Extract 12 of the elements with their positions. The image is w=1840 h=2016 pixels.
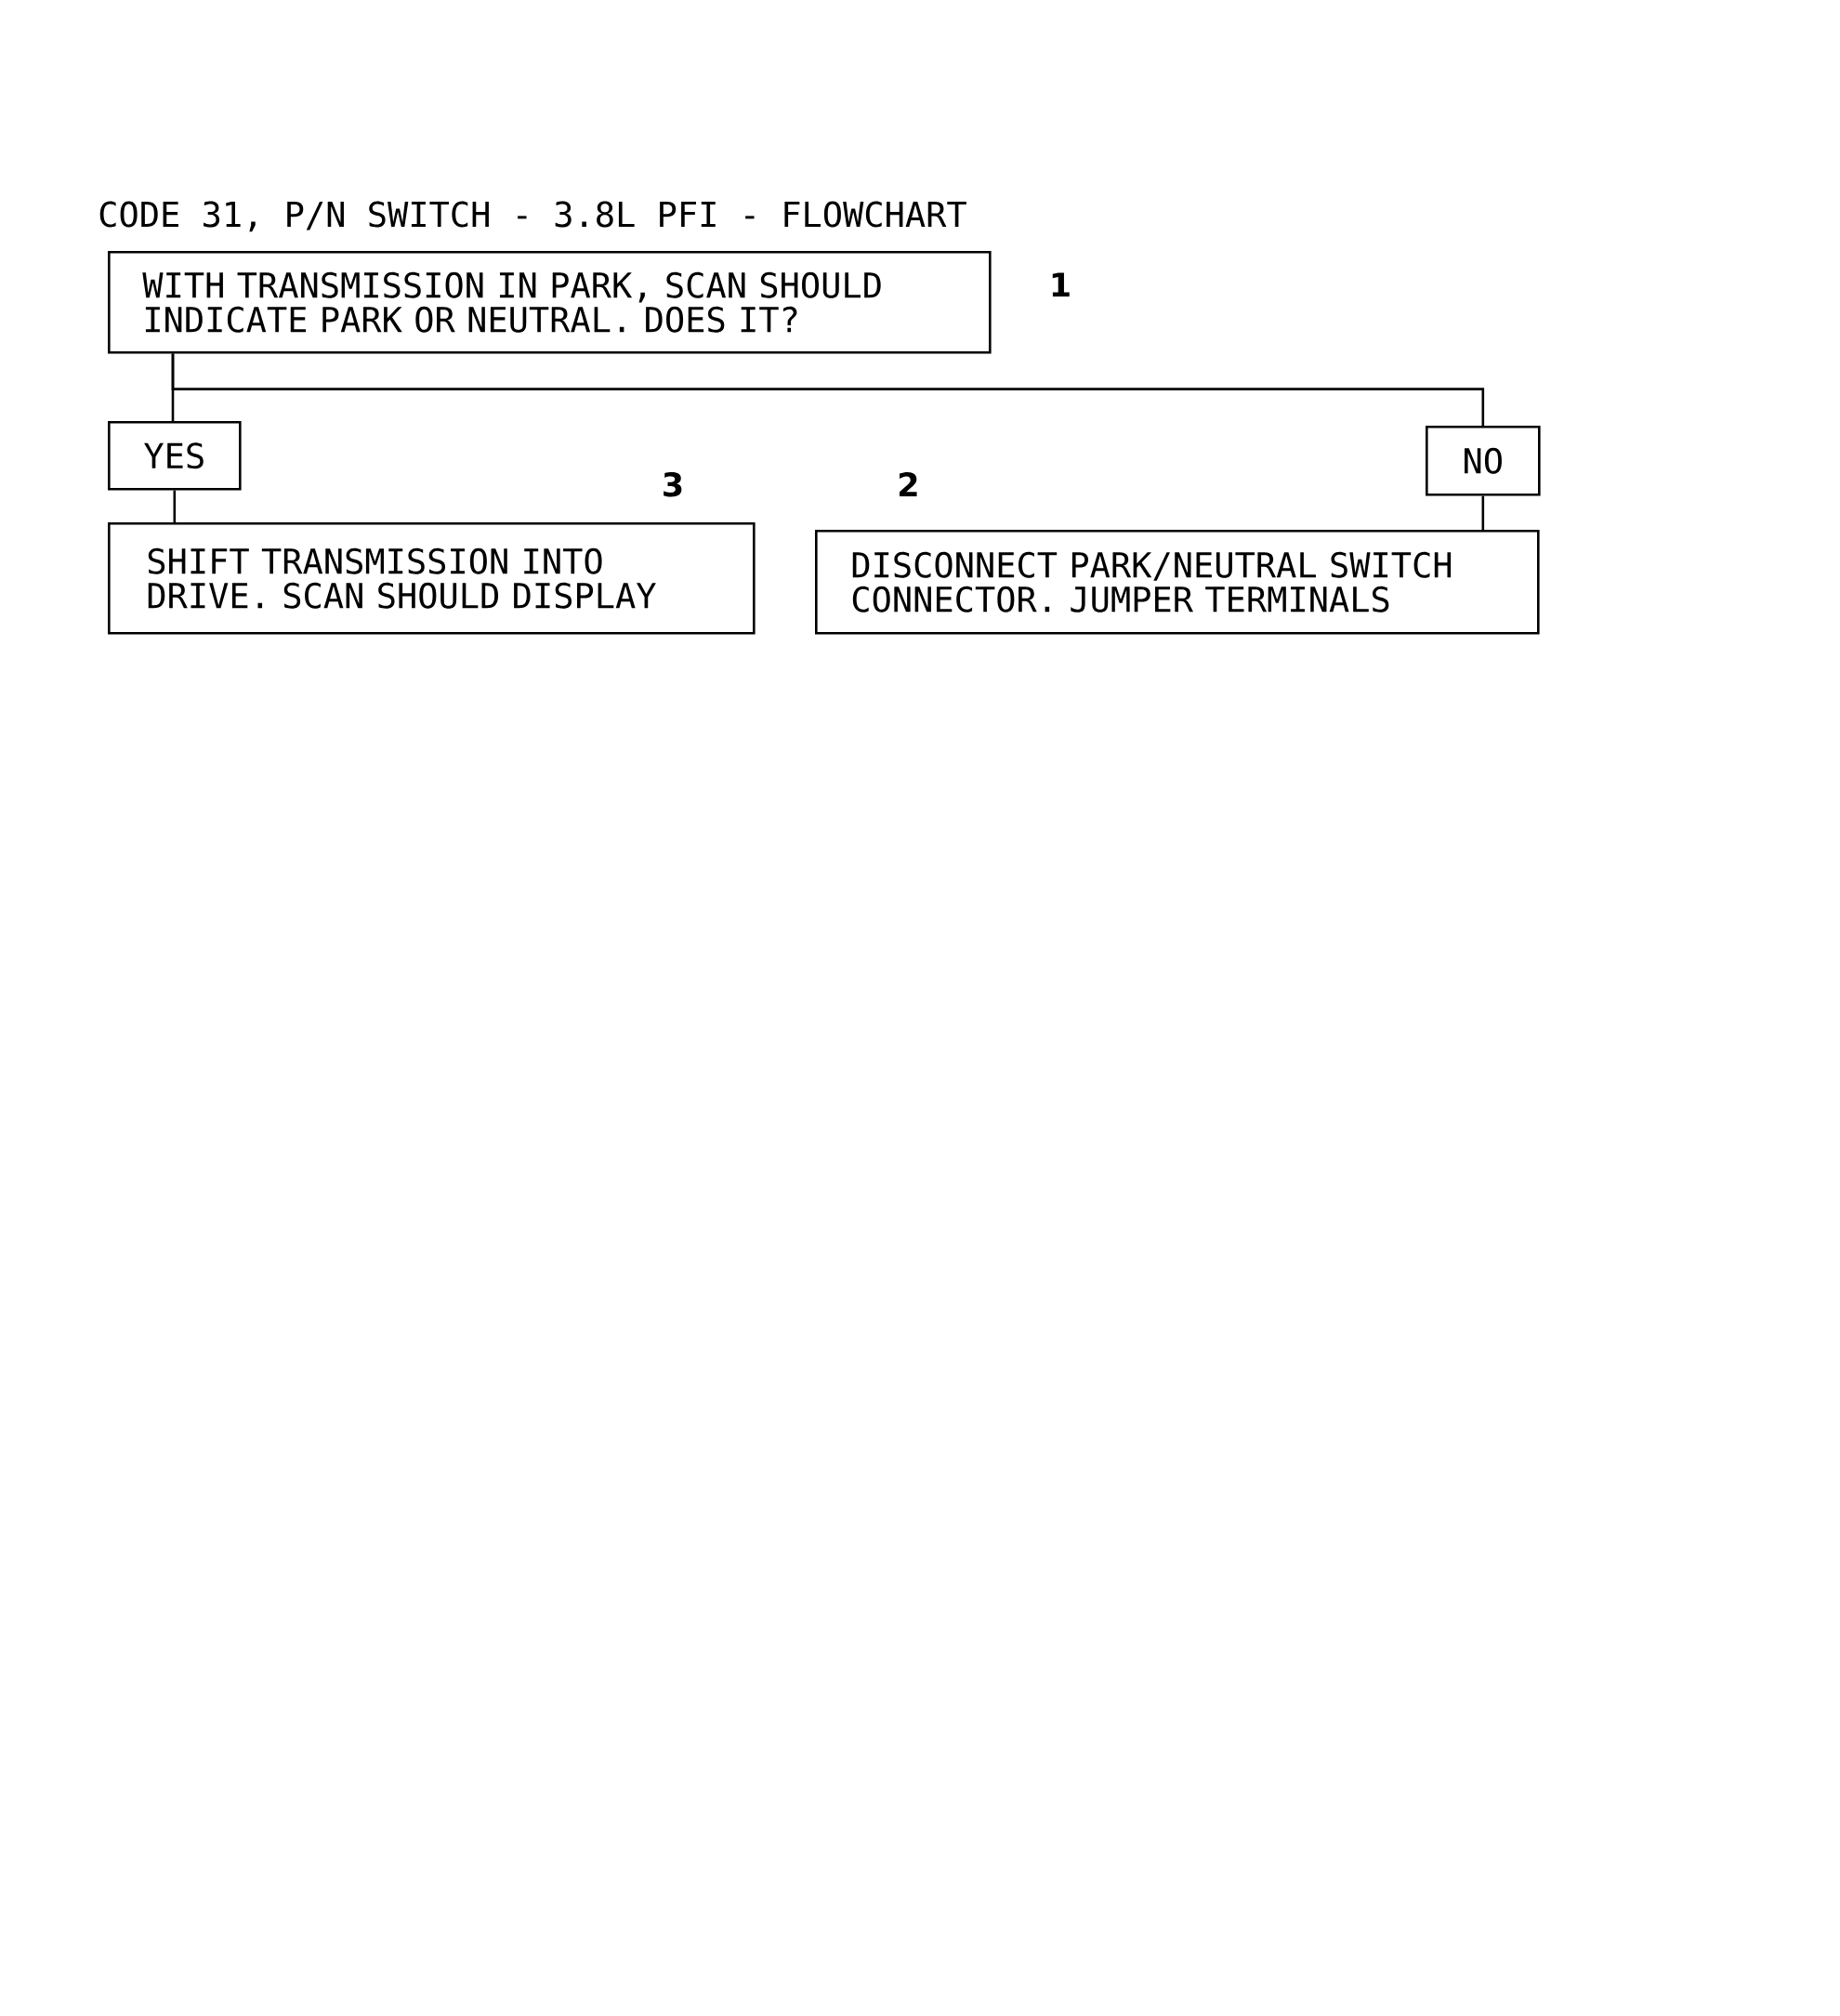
step-number: 1 <box>1052 272 1070 296</box>
step-number: 3 <box>664 472 682 497</box>
answer-box: YES <box>108 421 242 491</box>
connector-line <box>171 353 1485 426</box>
answer-box: NO <box>1426 425 1541 496</box>
question-box: WITH TRANSMISSION IN PARK, SCAN SHOULD INDICATE PARK OR NEUTRAL. DOES IT? <box>108 250 992 354</box>
step-number: 2 <box>900 472 917 496</box>
step-box: DISCONNECT PARK/NEUTRAL SWITCH CONNECTOR. JUMPER TERMINALS <box>815 530 1540 635</box>
step-box: SHIFT TRANSMISSION INTO DRIVE. SCAN SHOULD DISPLAY <box>108 522 756 635</box>
title: CODE 31, P/N SWITCH - 3.8L PFI - FLOWCHART <box>99 201 966 232</box>
connector-line <box>173 490 177 522</box>
connector-line <box>1481 495 1485 530</box>
